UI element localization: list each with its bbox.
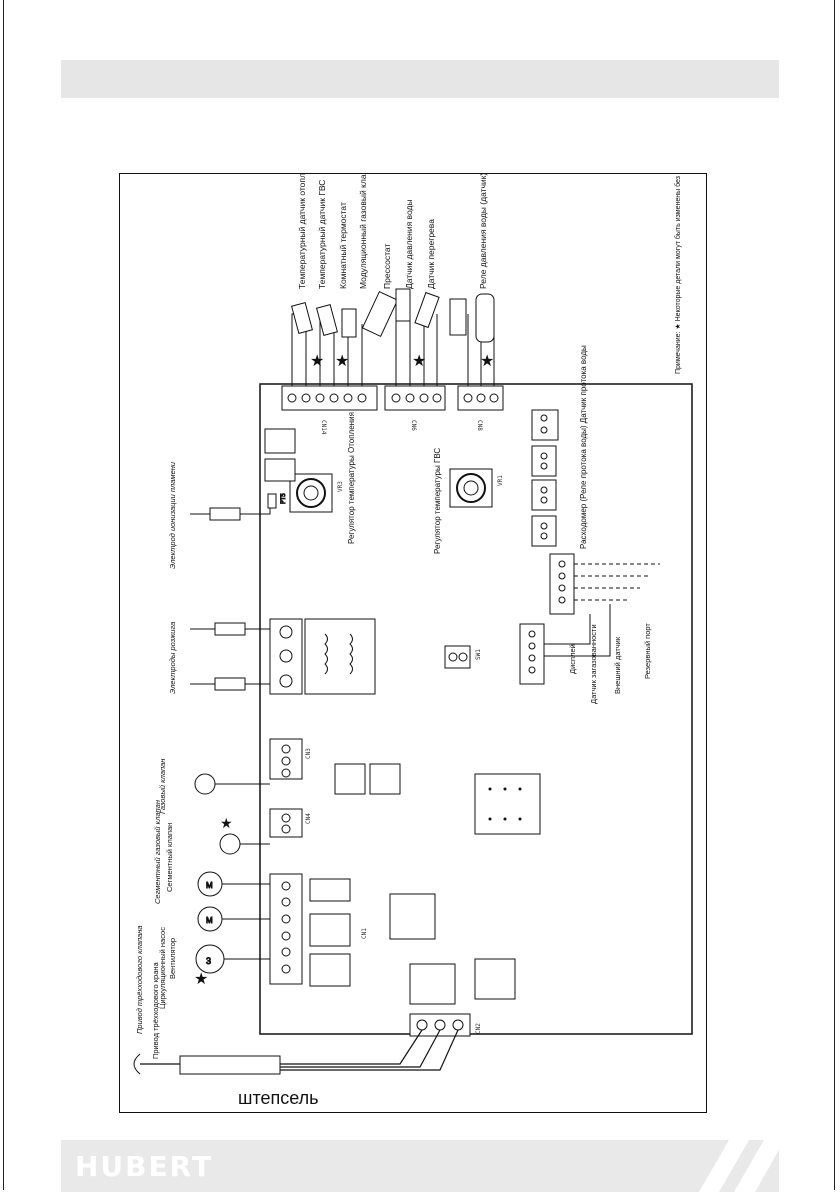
label-external-sensor: Внешний датчик — [613, 636, 622, 694]
label-flow-meter: Расходомер (Реле протока воды) Датчик пр… — [579, 345, 588, 549]
pcb-board — [259, 383, 693, 1035]
page-border — [3, 0, 835, 1190]
label-relief-valve: Газовый клапан — [158, 759, 167, 814]
label-display: Дисплей — [568, 644, 577, 674]
label-pressure-relay: Реле давления воды (датчик) — [478, 174, 488, 289]
label-room-thermostat: Комнатный термостат — [338, 202, 348, 289]
svg-text:★: ★ — [335, 353, 349, 370]
label-ignition: Электроды розжига — [168, 622, 177, 694]
svg-text:CN8: CN8 — [476, 420, 483, 431]
brand-logo: HUBERT — [75, 1150, 214, 1183]
svg-text:M: M — [206, 916, 213, 925]
footer-stripes — [699, 1140, 779, 1192]
label-note: Примечание: ★ Некоторые детали могут быт… — [674, 174, 682, 374]
svg-text:CN1: CN1 — [361, 928, 368, 939]
header-bar — [61, 60, 779, 98]
star-icon: ★ ★ ★ ★ — [310, 353, 494, 370]
svg-text:★: ★ — [310, 353, 324, 370]
connector-cn14: CN14 — [281, 385, 378, 435]
label-three-way-drive: Привод трёхходового клапана — [135, 925, 144, 1034]
svg-text:CN14: CN14 — [320, 420, 327, 435]
label-temp-heating: Температурный датчик отопления — [297, 174, 307, 289]
svg-text:CN4: CN4 — [305, 813, 312, 824]
svg-text:VR3: VR3 — [337, 481, 344, 492]
label-reserve-port: Резервный порт — [643, 623, 652, 679]
label-plug: штепсель — [238, 1088, 319, 1108]
label-three-way-drive-2: Привод трёхходового крана — [151, 961, 160, 1059]
svg-text:★: ★ — [220, 815, 233, 831]
wiring-diagram: CN14 CN6 CN8 ★ ★ ★ ★ — [119, 173, 707, 1113]
svg-text:CN3: CN3 — [305, 748, 312, 759]
svg-text:M: M — [206, 881, 213, 890]
label-water-pressure: Датчик давления воды — [404, 199, 414, 289]
svg-text:3: 3 — [206, 956, 211, 966]
svg-text:CN2: CN2 — [475, 1023, 482, 1034]
label-modulating-valve: Модуляционный газовый клапан — [358, 174, 368, 289]
label-segment-gas-valve: Сегментный газовый клапан — [153, 800, 162, 904]
svg-text:PT5: PT5 — [280, 493, 287, 504]
knob-dhw-regulator[interactable]: VR1 — [449, 468, 504, 508]
svg-text:VR1: VR1 — [497, 475, 504, 486]
label-dhw-regulator: Регулятор температуры ГВС — [433, 448, 442, 554]
label-clog-sensor: Датчик загазованности — [589, 624, 598, 704]
label-fan: Вентилятор — [168, 938, 177, 979]
label-temp-dhw: Температурный датчик ГВС — [317, 180, 327, 289]
label-segment-valve: Сегментный клапан — [165, 823, 174, 892]
label-heating-regulator: Регулятор температуры Отопления — [347, 412, 356, 544]
svg-text:★: ★ — [194, 971, 208, 988]
label-ionization: Электрод ионизации пламени — [168, 461, 177, 569]
plug-body — [179, 1055, 281, 1075]
svg-text:CN6: CN6 — [410, 420, 417, 431]
connector-cn8: CN8 — [457, 385, 504, 431]
svg-text:SW1: SW1 — [475, 649, 482, 660]
footer-bar: HUBERT — [61, 1140, 779, 1192]
label-circ-pump: Циркуляционный насос — [158, 927, 167, 1009]
label-pressostat: Прессостат — [382, 244, 392, 289]
svg-text:★: ★ — [480, 353, 494, 370]
plug-head-icon — [133, 1053, 141, 1075]
knob-heating-regulator[interactable]: VR3 — [289, 473, 344, 513]
svg-text:★: ★ — [412, 353, 426, 370]
connector-cn6: CN6 — [384, 385, 446, 431]
label-overheat: Датчик перегрева — [426, 219, 436, 289]
